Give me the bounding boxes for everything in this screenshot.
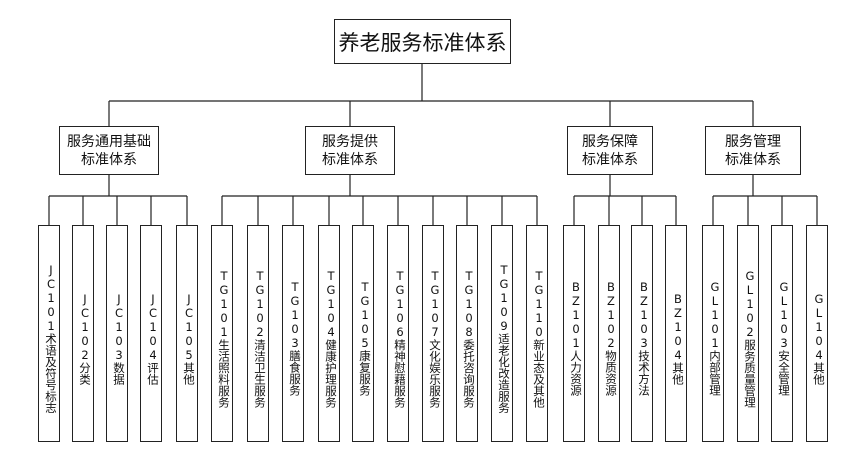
leaf-node: TG101生活照料服务: [211, 225, 233, 442]
leaf-node: TG105康复服务: [352, 225, 374, 442]
leaf-node: TG104健康护理服务: [318, 225, 340, 442]
leaf-node: JC103数据: [106, 225, 128, 442]
leaf-node: GL101内部管理: [702, 225, 724, 442]
leaf-node: TG110新业态及其他: [526, 225, 548, 442]
leaf-node: GL104其他: [806, 225, 828, 442]
leaf-node: BZ101人力资源: [563, 225, 585, 442]
leaf-node: JC104评估: [140, 225, 162, 442]
leaf-node: BZ103技术方法: [631, 225, 653, 442]
leaf-node: JC101术语及符号标志: [38, 225, 60, 442]
leaf-node: GL102服务质量管理: [737, 225, 759, 442]
root-node: 养老服务标准体系: [334, 19, 511, 64]
leaf-node: TG109适老化改造服务: [491, 225, 513, 442]
category-node: 服务通用基础 标准体系: [59, 126, 159, 175]
leaf-node: TG107文化娱乐服务: [422, 225, 444, 442]
category-node: 服务管理 标准体系: [705, 126, 801, 175]
leaf-node: JC105其他: [176, 225, 198, 442]
leaf-node: TG103膳食服务: [282, 225, 304, 442]
leaf-node: TG108委托咨询服务: [456, 225, 478, 442]
leaf-node: BZ102物质资源: [598, 225, 620, 442]
leaf-node: JC102分类: [72, 225, 94, 442]
category-node: 服务保障 标准体系: [567, 126, 653, 175]
leaf-node: GL103安全管理: [771, 225, 793, 442]
category-node: 服务提供 标准体系: [305, 126, 395, 175]
leaf-node: TG102清洁卫生服务: [247, 225, 269, 442]
leaf-node: BZ104其他: [665, 225, 687, 442]
leaf-node: TG106精神慰藉服务: [387, 225, 409, 442]
